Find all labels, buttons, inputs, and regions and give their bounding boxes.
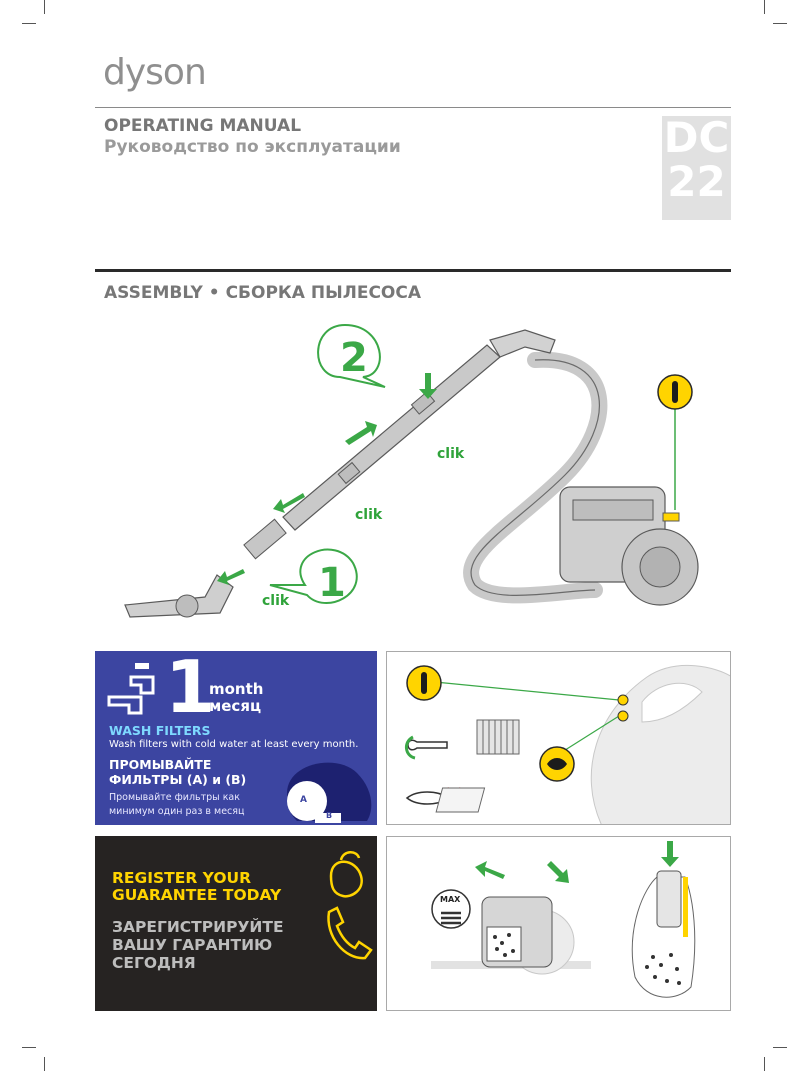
- wash-filters-panel: 1 month месяц WASH FILTERS Wash filters …: [95, 651, 377, 825]
- manual-title-en: OPERATING MANUAL: [104, 116, 302, 136]
- floor-tool: [124, 574, 234, 618]
- crop-mark-bottom-left-h: [22, 1047, 36, 1048]
- section-divider: [95, 269, 731, 272]
- clik-label-lower: clik: [262, 593, 290, 609]
- filter-wash-illustration: [405, 664, 730, 824]
- bin-empty-illustration: [431, 841, 696, 998]
- remove-bin-arrows: [475, 841, 679, 883]
- mouse-icon: [329, 851, 363, 898]
- canister-silhouette: [287, 762, 372, 823]
- month-label: month месяц: [209, 681, 263, 715]
- crop-mark-bottom-left: [44, 1057, 45, 1071]
- register-heading-ru: ЗАРЕГИСТРИРУЙТЕ ВАШУ ГАРАНТИЮ СЕГОДНЯ: [112, 918, 284, 972]
- month-label-ru: месяц: [209, 697, 262, 715]
- register-guarantee-panel[interactable]: REGISTER YOUR GUARANTEE TODAY ЗАРЕГИСТРИ…: [95, 836, 377, 1011]
- phone-icon: [327, 906, 373, 960]
- clik-label-middle: clik: [355, 507, 383, 523]
- crop-mark-top-right: [764, 0, 765, 14]
- direction-arrows: [217, 373, 437, 585]
- step-2-number: 2: [340, 335, 368, 381]
- crop-mark-bottom-right-h: [773, 1047, 787, 1048]
- wash-heading-ru-line-1: ПРОМЫВАЙТЕ: [109, 757, 212, 772]
- step-1-number: 1: [318, 560, 346, 606]
- clik-label-upper: clik: [437, 446, 465, 462]
- register-en-line-1: REGISTER YOUR: [112, 869, 252, 887]
- assembly-diagram: [124, 323, 699, 618]
- register-ru-line-2: ВАШУ ГАРАНТИЮ: [112, 936, 273, 954]
- wash-text-ru-line-2: минимум один раз в месяц: [109, 806, 245, 817]
- tap-icon: [107, 663, 155, 715]
- vacuum-wand: [282, 344, 501, 531]
- crop-mark-bottom-right: [764, 1057, 765, 1071]
- assembly-section-title: ASSEMBLY • СБОРКА ПЫЛЕСОСА: [104, 283, 422, 303]
- month-label-en: month: [209, 680, 264, 698]
- manual-title-ru: Руководство по эксплуатации: [104, 137, 401, 157]
- wash-heading-ru-line-2: ФИЛЬТРЫ (А) и (В): [109, 772, 247, 787]
- wash-text-ru: Промывайте фильтры как минимум один раз …: [109, 791, 244, 819]
- max-label: MAX: [440, 895, 461, 904]
- washable-filter-icon: [407, 739, 448, 751]
- filter-wash-diagram-panel: [386, 651, 731, 825]
- wash-heading-en: WASH FILTERS: [109, 723, 211, 738]
- register-heading-en: REGISTER YOUR GUARANTEE TODAY: [112, 870, 281, 904]
- register-ru-line-3: СЕГОДНЯ: [112, 954, 196, 972]
- register-ru-line-1: ЗАРЕГИСТРИРУЙТЕ: [112, 918, 284, 936]
- model-line-1: DC: [663, 113, 730, 162]
- filter-b-label: B: [326, 811, 333, 820]
- wash-text-en: Wash filters with cold water at least ev…: [109, 739, 359, 750]
- bin-empty-diagram-panel: MAX: [386, 836, 731, 1011]
- register-en-line-2: GUARANTEE TODAY: [112, 886, 282, 904]
- wash-text-ru-line-1: Промывайте фильтры как: [109, 792, 240, 803]
- model-badge: DC 22: [662, 116, 731, 220]
- crop-mark-top-left: [44, 0, 45, 14]
- filter-a-label: A: [300, 795, 307, 805]
- header-divider: [95, 107, 731, 108]
- month-number: 1: [165, 651, 216, 729]
- model-line-2: 22: [667, 157, 726, 206]
- crop-mark-top-right-h: [773, 23, 787, 24]
- wash-heading-ru: ПРОМЫВАЙТЕ ФИЛЬТРЫ (А) и (В): [109, 757, 246, 787]
- dyson-logo: dyson: [103, 52, 207, 93]
- crop-mark-top-left-h: [22, 23, 36, 24]
- tool-connector: [243, 518, 287, 560]
